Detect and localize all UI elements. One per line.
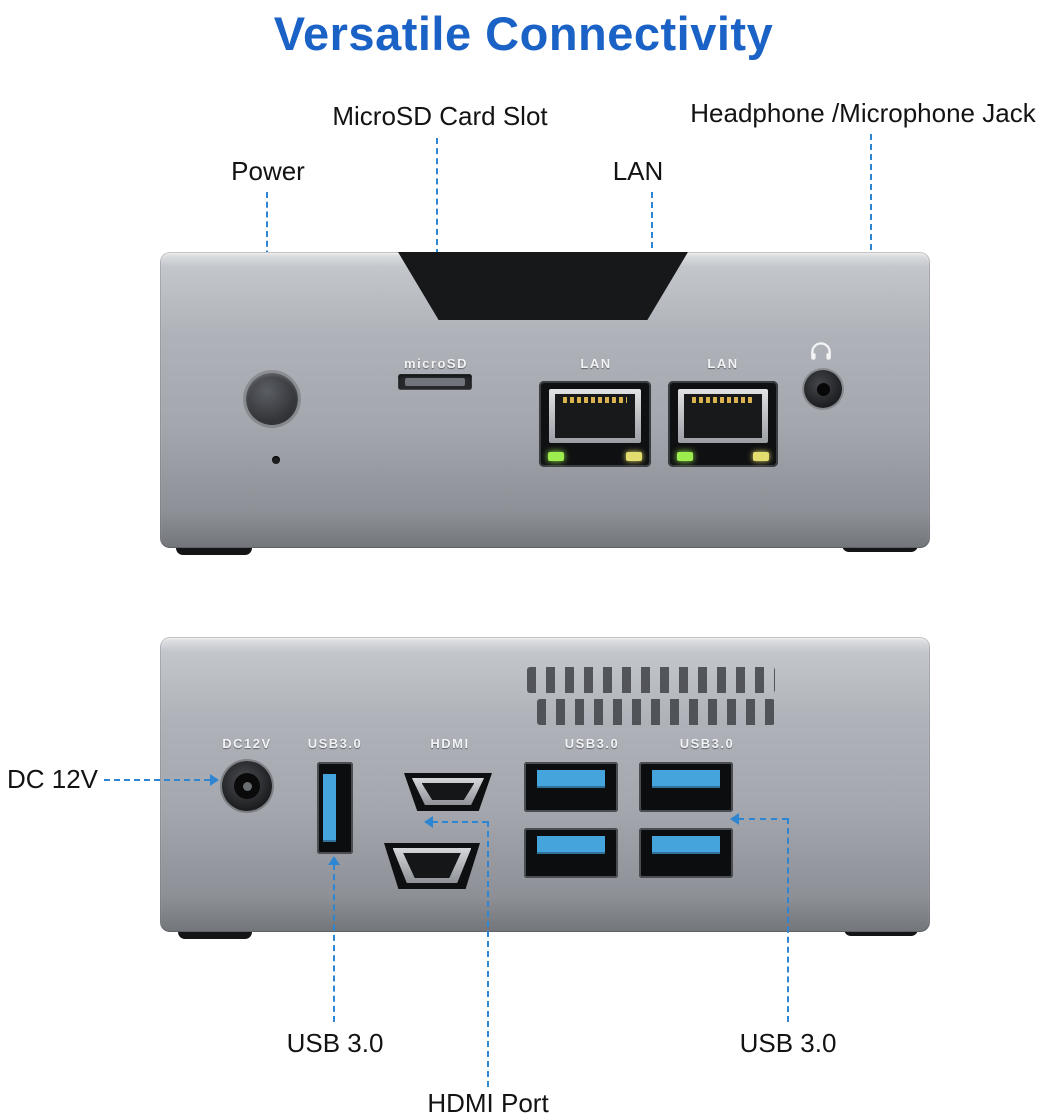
lan-port-1-metal [549, 389, 641, 443]
power-button [246, 373, 298, 425]
leader-arrow-usb3-left [328, 856, 340, 865]
leader-line-headphone [870, 134, 872, 330]
usb3-port-3-tongue [537, 836, 605, 854]
callout-usb3-right-label: USB 3.0 [739, 1028, 837, 1058]
leader-arrow-dc12v [210, 774, 219, 786]
usb3-port-1 [524, 762, 618, 812]
usb3-port-vertical [317, 762, 353, 854]
usb-group2-print-label: USB3.0 [679, 736, 735, 751]
leader-line-usb3-right-vertical [787, 818, 789, 1022]
callout-headphone-label: Headphone /Microphone Jack [690, 98, 1036, 128]
headphone-jack-hole [816, 382, 830, 396]
vent-grille-row-1 [527, 667, 775, 693]
dc-power-jack-pin [242, 781, 252, 791]
microsd-slot-insert [405, 378, 465, 386]
leader-arrow-usb3-right [730, 813, 739, 825]
lan-port-2-led-green [677, 452, 693, 461]
lan-port-2-led-amber [753, 452, 769, 461]
callout-power-label: Power [231, 156, 305, 186]
leader-line-usb3-right-horizontal [738, 818, 788, 820]
lan-port-1 [539, 381, 651, 467]
lan-port-2 [668, 381, 778, 467]
callout-usb3-left-label: USB 3.0 [286, 1028, 384, 1058]
leader-line-hdmi-horizontal [432, 821, 488, 823]
callout-dc12v-label: DC 12V [6, 764, 98, 794]
reset-pinhole [272, 456, 280, 464]
vent-grille-row-2 [537, 699, 775, 725]
dc-power-jack [222, 761, 272, 811]
headphone-icon [811, 342, 831, 360]
lan-port-1-pins [563, 397, 627, 403]
lan-port-2-pins [692, 397, 754, 403]
hdmi-port-bottom [384, 843, 480, 889]
usb3-port-vertical-tongue [322, 773, 336, 843]
chassis-notch [398, 252, 688, 320]
lan-port-1-cavity [555, 394, 635, 438]
lan-port-2-cavity [684, 394, 762, 438]
leader-line-hdmi-vertical [487, 821, 489, 1087]
microsd-slot [398, 374, 472, 390]
callout-lan-label: LAN [612, 156, 664, 186]
usb3-port-3 [524, 828, 618, 878]
page-title: Versatile Connectivity [273, 7, 774, 60]
leader-line-microsd [436, 138, 438, 356]
callout-microsd-label: MicroSD Card Slot [332, 101, 548, 131]
device-back-panel: microSD LAN LAN [160, 252, 930, 548]
leader-arrow-hdmi [424, 816, 433, 828]
lan-port-2-metal [678, 389, 768, 443]
microsd-print-label: microSD [404, 356, 468, 371]
lan-port-1-led-green [548, 452, 564, 461]
lan-port-1-led-amber [626, 452, 642, 461]
headphone-jack [804, 370, 842, 408]
lan2-print-label: LAN [707, 356, 739, 371]
callout-hdmi-label: HDMI Port [427, 1088, 549, 1116]
dc-print-label: DC12V [222, 736, 272, 751]
usb3-port-2 [639, 762, 733, 812]
hdmi-print-label: HDMI [430, 736, 470, 751]
usb3-port-4-tongue [652, 836, 720, 854]
lan1-print-label: LAN [580, 356, 612, 371]
leader-line-dc12v [104, 779, 210, 781]
usb3-port-1-tongue [537, 770, 605, 788]
usb-single-print-label: USB3.0 [307, 736, 363, 751]
usb3-port-2-tongue [652, 770, 720, 788]
leader-line-usb3-left [333, 864, 335, 1022]
hdmi-port-top [404, 773, 492, 811]
device-rear-panel: DC12V USB3.0 HDMI USB3.0 USB3.0 [160, 637, 930, 932]
usb3-port-4 [639, 828, 733, 878]
usb-group1-print-label: USB3.0 [564, 736, 620, 751]
hdmi-port-top-slot [421, 783, 475, 800]
